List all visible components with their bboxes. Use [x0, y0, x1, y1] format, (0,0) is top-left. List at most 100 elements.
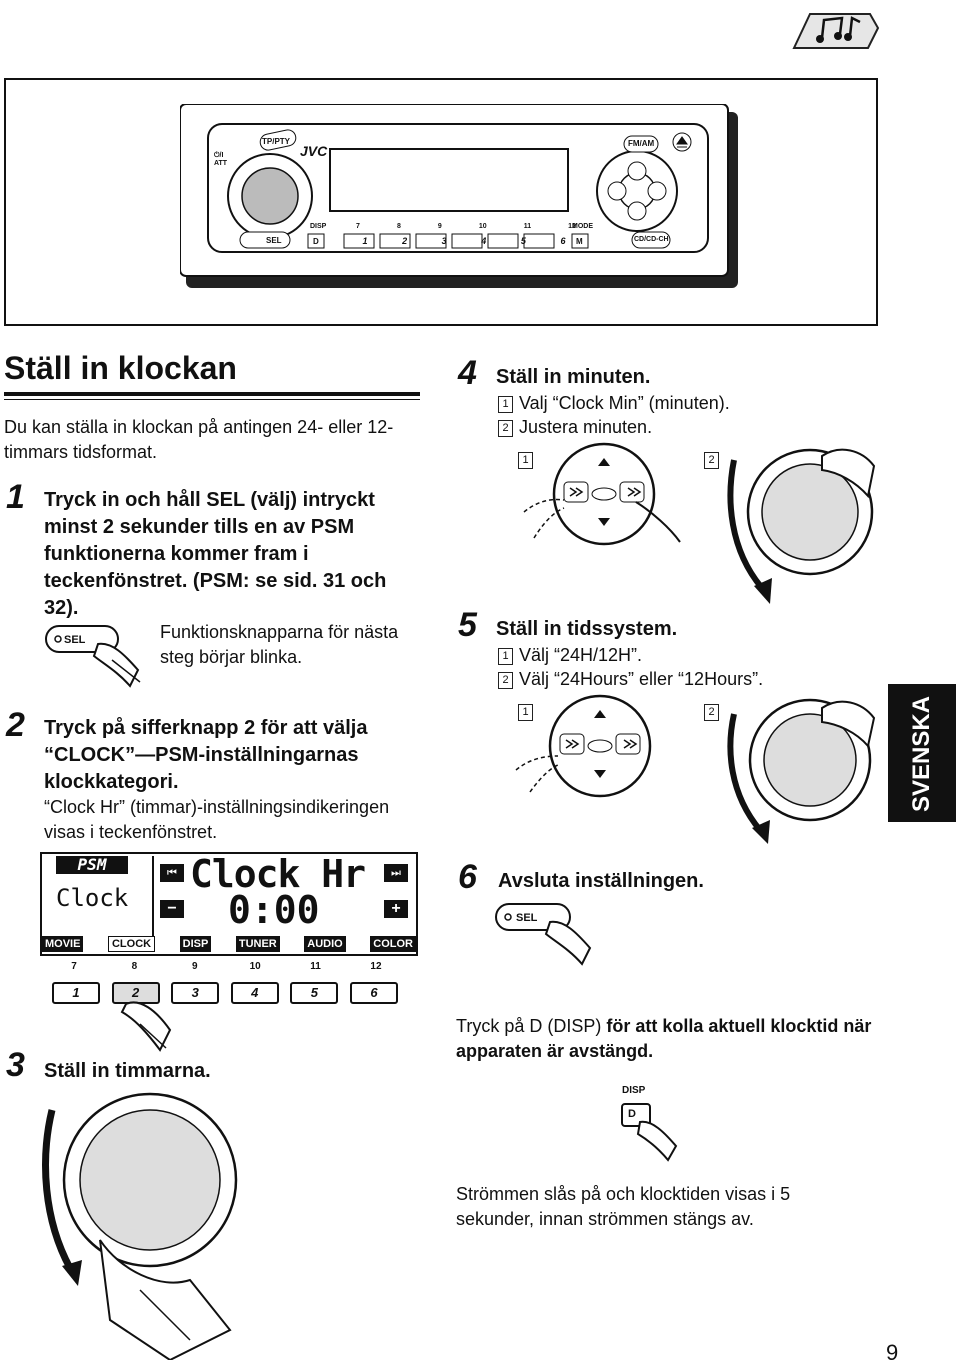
preset-key-4[interactable]: 4: [230, 982, 279, 1004]
step-4-item-2-text: Justera minuten.: [519, 417, 653, 437]
step-5-item-2: 2 Välj “24Hours” eller “12Hours”.: [498, 667, 763, 692]
step-5-rotary-knob-illustration: [727, 698, 876, 844]
lcd-forward-icon: ⏭: [384, 864, 408, 882]
step-4-rotary-knob-illustration: [727, 448, 876, 604]
disp-button-label: D: [628, 1108, 636, 1120]
keypad-top-number: 10: [249, 961, 261, 972]
keypad-top-number: 8: [131, 961, 138, 972]
disp-button-press-illustration: [621, 1103, 678, 1162]
radio-mode-label: MODE: [572, 223, 593, 230]
radio-sel-label: SEL: [266, 236, 282, 245]
title-underline-thin: [4, 399, 420, 400]
step-6-sel-button-illustration: [495, 903, 592, 966]
title-underline: [4, 392, 420, 396]
rotary-knob-illustration: [42, 1092, 238, 1360]
keypad-top-number: 11: [310, 961, 321, 972]
preset-key-1[interactable]: 1: [52, 982, 100, 1004]
step-4-label-1: 1: [518, 452, 533, 469]
radio-tp-pty-label: TP/PTY: [262, 137, 291, 146]
lcd-plus-icon: +: [384, 900, 408, 918]
sel-button-press-illustration: [45, 625, 141, 688]
radio-preset-number: 6: [560, 236, 566, 246]
radio-att-label: ⏻/I ATT: [214, 152, 228, 167]
lcd-bar-item-selected: CLOCK: [107, 936, 156, 952]
page-title: Ställ in klockan: [4, 350, 237, 386]
car-radio-illustration: [180, 104, 738, 288]
step-3-number: 3: [6, 1046, 25, 1084]
step-5-control-pad-illustration: [515, 694, 652, 798]
radio-top-number: 8: [396, 223, 401, 230]
radio-illustration-frame: [4, 78, 878, 326]
radio-disp-button-label: D: [313, 237, 319, 246]
disp-note: Tryck på D (DISP) för att kolla aktuell …: [456, 1014, 876, 1064]
keypad-keys: 1 2 3 4 5 6: [52, 982, 398, 1004]
lcd-display: PSM Clock ⏮ Clock Hr ⏭ − 0:00 + MOVIE CL…: [40, 852, 418, 956]
power-note: Strömmen slås på och klocktiden visas i …: [456, 1184, 791, 1229]
step-5-item-1-num: 1: [498, 648, 513, 665]
step-5-item-1-text: Välj “24H/12H”.: [519, 645, 643, 665]
disp-note-bold: för att kolla aktuell klocktid när appar…: [456, 1016, 872, 1061]
step-4-item-1-text: Valj “Clock Min” (minuten).: [519, 393, 730, 413]
radio-top-number: 7: [356, 223, 360, 230]
keypad-top-number: 12: [370, 961, 382, 972]
step-2-note: “Clock Hr” (timmar)-inställningsindikeri…: [44, 797, 390, 842]
step-4-label-2: 2: [704, 452, 719, 469]
step-4-control-pad-illustration: [523, 442, 681, 546]
radio-fm-am-label: FM/AM: [628, 139, 655, 148]
radio-preset-number: 1: [362, 236, 368, 246]
step-6-sel-button-label: SEL: [516, 912, 538, 924]
step-5-item-2-text: Välj “24Hours” eller “12Hours”.: [519, 669, 764, 689]
radio-top-number: 11: [523, 223, 532, 230]
step-5-item-1: 1 Välj “24H/12H”.: [498, 643, 642, 668]
finger-press-key-2-illustration: [120, 1001, 172, 1052]
step-4-item-2: 2 Justera minuten.: [498, 415, 652, 440]
music-notes-icon: [792, 13, 880, 49]
step-5-title: Ställ in tidssystem.: [496, 618, 678, 640]
intro-text: Du kan ställa in klockan på antingen 24-…: [4, 417, 394, 462]
preset-key-5[interactable]: 5: [290, 982, 339, 1004]
disp-note-prefix: Tryck på D (DISP): [456, 1016, 607, 1036]
step-2-text: Tryck på sifferknapp 2 för att välja “CL…: [44, 717, 368, 793]
lcd-bar-item: TUNER: [235, 936, 280, 952]
radio-top-number: 9: [437, 223, 442, 230]
step-1-sel-button-label: SEL: [64, 634, 86, 646]
step-6-title: Avsluta inställningen.: [498, 870, 704, 892]
step-5-label-2: 2: [704, 704, 719, 721]
preset-key-6[interactable]: 6: [349, 982, 398, 1004]
step-5-label-1: 1: [518, 704, 533, 721]
lcd-clock-label: Clock: [56, 884, 129, 912]
lcd-category-bar: MOVIE CLOCK DISP TUNER AUDIO COLOR: [42, 936, 416, 952]
lcd-rewind-icon: ⏮: [160, 864, 184, 882]
lcd-bar-item: MOVIE: [42, 936, 84, 952]
radio-preset-number: 2: [402, 236, 408, 246]
preset-key-3[interactable]: 3: [171, 982, 220, 1004]
lcd-bar-item: DISP: [179, 936, 212, 952]
radio-brand-logo: JVC: [300, 143, 328, 159]
radio-cd-label: CD/CD-CH: [634, 236, 669, 243]
radio-preset-number: 3: [441, 236, 447, 246]
keypad-top-numbers: 7 8 9 10 11 12: [52, 961, 398, 972]
radio-top-number: 12: [568, 223, 576, 230]
lcd-psm-box: PSM Clock: [44, 856, 154, 938]
step-2-number: 2: [6, 706, 25, 744]
step-5-item-2-num: 2: [498, 672, 513, 689]
radio-mode-button-label: M: [576, 237, 583, 246]
step-1-note: Funktionsknapparna för nästa steg börjar…: [160, 622, 399, 667]
step-1-text: Tryck in och håll SEL (välj) intryckt mi…: [44, 489, 387, 619]
radio-top-numbers: 7 8 9 10 11 12: [356, 223, 576, 230]
step-4-item-2-num: 2: [498, 420, 513, 437]
radio-preset-numbers: 1 2 3 4 5 6: [350, 236, 578, 246]
lcd-clock-hr: Clock Hr: [190, 852, 366, 896]
lcd-psm-label: PSM: [56, 856, 128, 874]
disp-label: DISP: [622, 1085, 646, 1096]
radio-preset-number: 5: [520, 236, 526, 246]
lcd-time: 0:00: [228, 888, 320, 932]
lcd-minus-icon: −: [160, 900, 184, 918]
step-4-number: 4: [458, 354, 477, 392]
keypad-top-number: 7: [71, 961, 77, 972]
step-1-number: 1: [6, 478, 25, 516]
lcd-bar-item: AUDIO: [304, 936, 346, 952]
language-side-tab-label: SVENSKA: [908, 695, 935, 813]
radio-disp-label: DISP: [310, 223, 327, 230]
